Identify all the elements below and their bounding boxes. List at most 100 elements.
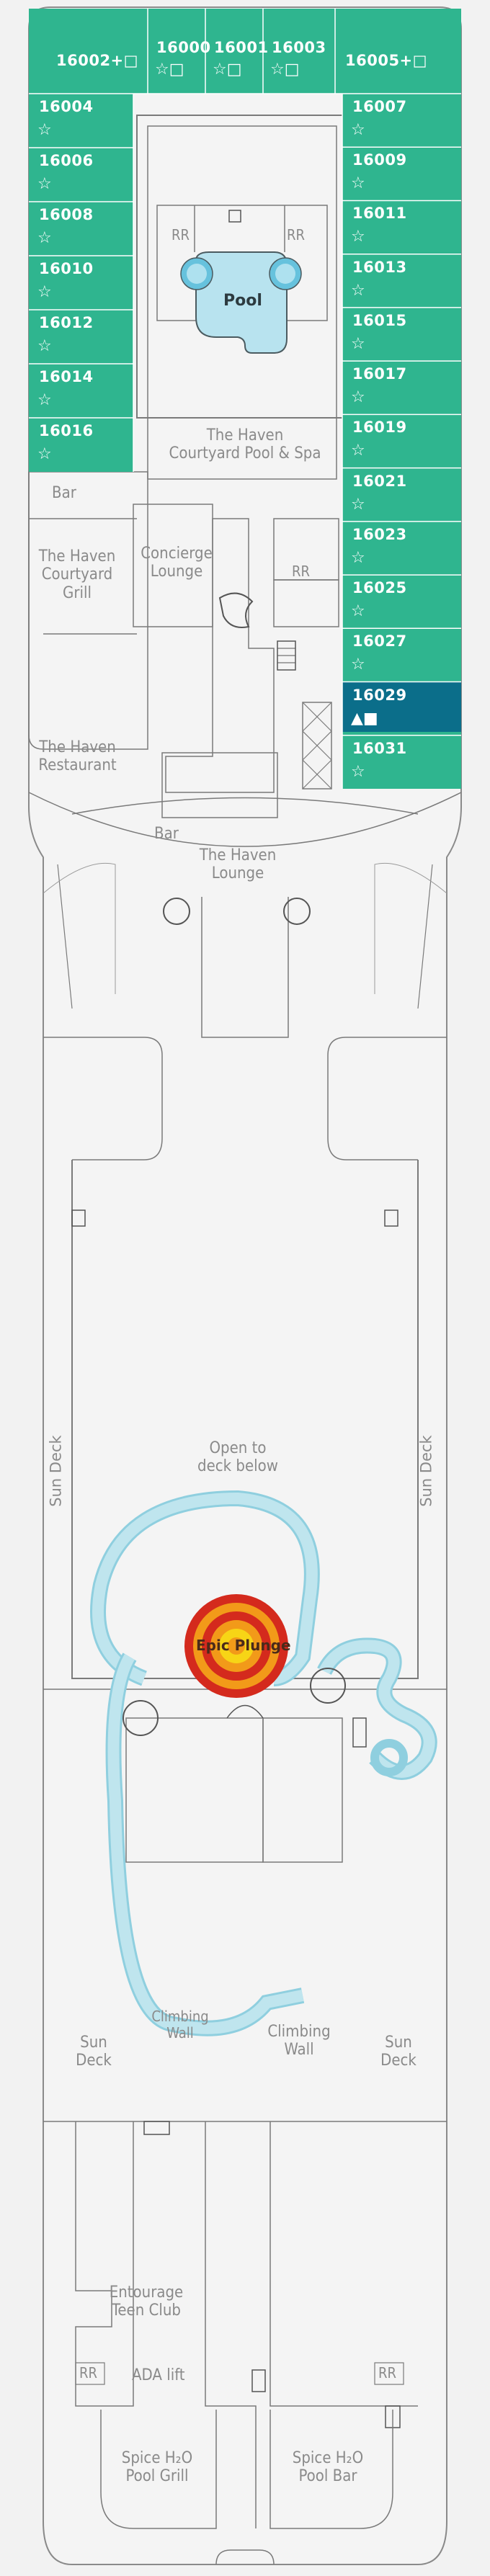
sun-deck-vertical-left: Sun Deck bbox=[47, 1435, 65, 1507]
cabin-16019[interactable]: 16019 ☆ bbox=[342, 414, 461, 468]
cabin-feature-icon: ☆□ bbox=[213, 61, 242, 79]
cabin-16031[interactable]: 16031☆ bbox=[342, 735, 461, 789]
wheel-left bbox=[122, 1700, 159, 1736]
climbing-wall-label-2: Climbing Wall bbox=[267, 2023, 331, 2060]
cabin-number: 16002+□ bbox=[56, 52, 138, 69]
cabin-feature-icon: ☆ bbox=[351, 174, 365, 193]
cabin-16001[interactable]: 16001 ☆□ bbox=[205, 29, 268, 94]
haven-inner-frame bbox=[147, 125, 337, 480]
restaurant-label: The Haven Restaurant bbox=[38, 738, 117, 775]
cabin-number: 16015 bbox=[352, 311, 407, 329]
cabin-16013[interactable]: 16013☆ bbox=[342, 254, 461, 308]
cabin-number: 16023 bbox=[352, 525, 407, 543]
cabin-feature-icon: ☆ bbox=[351, 388, 365, 407]
cabin-16015[interactable]: 16015 ☆ bbox=[342, 308, 461, 361]
cabin-16000[interactable]: 16000 ☆□ bbox=[148, 29, 210, 94]
cabin-number: 16008 bbox=[39, 206, 94, 223]
cabin-number: 16029 bbox=[352, 686, 407, 704]
cabin-feature-icon: ☆ bbox=[351, 656, 365, 674]
cabin-accessible-bg bbox=[342, 681, 461, 732]
cabin-feature-icon: ☆ bbox=[37, 283, 52, 301]
cabin-feature-icon: ☆ bbox=[351, 442, 365, 460]
lounge-table-left bbox=[163, 898, 190, 925]
spiral-stair bbox=[218, 592, 254, 628]
cabin-feature-icon: ☆ bbox=[351, 228, 365, 246]
cabin-number: 16011 bbox=[352, 205, 407, 223]
cabin-feature-icon: ☆□ bbox=[155, 61, 184, 79]
cabin-number: 16003 bbox=[272, 39, 326, 56]
cabin-16007[interactable]: 16007 ☆ bbox=[342, 94, 461, 147]
cabin-feature-icon: ☆ bbox=[37, 175, 52, 193]
cabin-number: 16016 bbox=[39, 422, 94, 439]
cabin-16003[interactable]: 16003 ☆□ bbox=[263, 29, 335, 94]
ada-lift-label: ADA lift bbox=[132, 2366, 185, 2384]
cabin-feature-icon: ☆ bbox=[351, 548, 365, 567]
cabin-feature-icon: ☆ bbox=[37, 391, 52, 409]
cabin-16009[interactable]: 16009 ☆ bbox=[342, 147, 461, 200]
cabin-16010[interactable]: 16010 ☆ bbox=[29, 256, 133, 310]
cabin-number: 16006 bbox=[39, 152, 94, 169]
cabin-16029[interactable]: 16029 ▲■ bbox=[342, 682, 461, 735]
epic-plunge-label: Epic Plunge bbox=[196, 1637, 291, 1654]
cabin-number: 16012 bbox=[39, 314, 94, 331]
cabin-feature-icon: ☆ bbox=[37, 445, 52, 463]
bar-label-1: Bar bbox=[52, 484, 76, 502]
accessible-icon: ▲■ bbox=[351, 709, 378, 728]
cabin-feature-icon: ☆ bbox=[351, 602, 365, 621]
cabin-16005[interactable]: 16005+□+□ bbox=[335, 29, 461, 94]
cabin-16008[interactable]: 16008 ☆ bbox=[29, 202, 133, 256]
sun-deck-vertical-right: Sun Deck bbox=[417, 1435, 435, 1507]
cabin-number: 16021 bbox=[352, 472, 407, 490]
open-to-deck-label: Open to deck below bbox=[197, 1439, 278, 1476]
cabin-16012[interactable]: 16012 ☆ bbox=[29, 310, 133, 364]
cabin-feature-icon: ☆ bbox=[37, 229, 52, 247]
spice-pool-grill-label: Spice H₂O Pool Grill bbox=[121, 2449, 193, 2486]
haven-lounge-arc bbox=[28, 792, 462, 847]
teen-club-room bbox=[75, 2121, 134, 2407]
restroom-label-4: RR bbox=[79, 2364, 97, 2382]
cabin-feature-icon: ☆ bbox=[351, 334, 365, 353]
courtyard-pool-label: The Haven Courtyard Pool & Spa bbox=[169, 426, 321, 463]
cabin-number: 16004 bbox=[39, 98, 94, 115]
sun-deck-left-label: Sun Deck bbox=[76, 2034, 112, 2070]
cabin-feature-icon: ☆ bbox=[351, 495, 365, 514]
cabin-number: 16027 bbox=[352, 632, 407, 650]
courtyard-grill-label: The Haven Courtyard Grill bbox=[38, 547, 116, 602]
cabin-number: 16017 bbox=[352, 365, 407, 383]
cabin-16002[interactable]: 16002+□+□ bbox=[29, 29, 148, 94]
pool-label: Pool bbox=[223, 292, 262, 310]
cabin-16025[interactable]: 16025☆ bbox=[342, 575, 461, 628]
cabin-16027[interactable]: 16027 ☆ bbox=[342, 628, 461, 681]
cabin-16017[interactable]: 16017 ☆ bbox=[342, 361, 461, 414]
cabin-16014[interactable]: 16014 ☆ bbox=[29, 364, 133, 418]
lounge-table-right bbox=[283, 898, 311, 925]
cabin-16011[interactable]: 16011 ☆ bbox=[342, 200, 461, 254]
cabin-16023[interactable]: 16023 ☆ bbox=[342, 522, 461, 575]
cabin-bg-right bbox=[342, 94, 461, 789]
pool-shape bbox=[195, 251, 288, 354]
cabin-number: 16010 bbox=[39, 260, 94, 277]
climbing-wall-label-1: Climbing Wall bbox=[151, 2008, 209, 2041]
cabin-feature-icon: ☆□ bbox=[270, 61, 300, 79]
cabin-16016[interactable]: 16016 ☆ bbox=[29, 418, 133, 472]
concierge-lounge-label: Concierge Lounge bbox=[141, 545, 213, 581]
cabin-bg-left bbox=[29, 94, 133, 472]
cabin-number: 16019 bbox=[352, 419, 407, 437]
cabin-16004[interactable]: 16004☆ bbox=[29, 94, 133, 148]
cabin-16021[interactable]: 16021 ☆ bbox=[342, 468, 461, 522]
cabin-number: 16014 bbox=[39, 368, 94, 385]
sun-deck-right-label: Sun Deck bbox=[380, 2034, 416, 2070]
cabin-feature-icon: ☆ bbox=[351, 762, 365, 781]
bar-label-2: Bar bbox=[154, 825, 179, 843]
cabin-feature-icon: ☆ bbox=[37, 337, 52, 355]
cabin-number: 16007 bbox=[352, 98, 407, 115]
cabin-number: 16005+□ bbox=[345, 52, 427, 69]
cabin-number: 16000 bbox=[156, 39, 211, 56]
cabin-16006[interactable]: 16006 ☆ bbox=[29, 148, 133, 202]
cabin-feature-icon: ☆ bbox=[351, 281, 365, 300]
cabin-number: 16001 bbox=[214, 39, 269, 56]
cabin-feature-icon: ☆ bbox=[351, 121, 365, 139]
cabin-number: 16009 bbox=[352, 151, 407, 169]
haven-lounge-label: The Haven Lounge bbox=[199, 846, 277, 883]
